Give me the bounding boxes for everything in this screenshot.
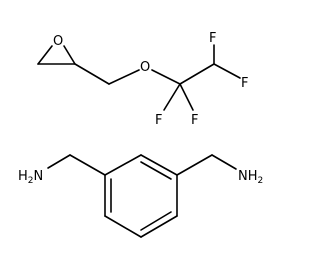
fluorine-label-top: F <box>209 31 216 46</box>
ring-double-bond-bottom-right <box>140 211 172 231</box>
fluorine-label-right: F <box>241 76 248 91</box>
bond-ring-ch2-left <box>69 154 106 176</box>
bond-c1-f-right <box>179 83 194 111</box>
left-amine-label: H2N <box>18 169 43 186</box>
bond-c2-f-right <box>213 63 241 79</box>
fluorine-label-bottom-left: F <box>155 113 162 128</box>
epoxide-oxygen-label: O <box>53 34 63 49</box>
ring-bond-top-left <box>104 154 142 176</box>
bond-ch2-n-left <box>47 154 71 169</box>
ring-bond-bottom-right <box>140 215 178 238</box>
fluorine-label-bottom-right: F <box>191 113 198 128</box>
bond-ch2-o <box>108 69 140 85</box>
right-amine-label: NH2 <box>238 169 263 186</box>
bond-ring-ch2-right <box>176 154 213 176</box>
chemical-structure-diagram: O O F F F F H2N <box>18 31 263 238</box>
epoxide-bond-o-right <box>63 45 76 65</box>
ring-bond-bottom-left <box>104 215 142 238</box>
left-amine-h: H <box>18 169 28 184</box>
right-amine-subscript: 2 <box>258 176 264 186</box>
bond-o-cf2 <box>151 69 181 85</box>
bond-ch2-n-right <box>211 154 237 170</box>
diamine-molecule: H2N NH2 <box>18 154 263 238</box>
ether-oxygen-label: O <box>140 60 150 75</box>
right-amine-nh: NH <box>238 169 258 184</box>
bond-ring-ch2 <box>74 63 110 85</box>
left-amine-n: N <box>34 169 44 184</box>
bond-cf2-cf2h <box>179 63 215 85</box>
epoxide-molecule: O O F F F F <box>37 31 248 128</box>
structure-canvas: O O F F F F H2N <box>18 31 264 238</box>
bond-c1-f-left <box>163 83 181 111</box>
left-amine-subscript: 2 <box>28 176 34 186</box>
ring-bond-top-right <box>140 154 178 176</box>
epoxide-bond-o-left <box>37 45 53 65</box>
ring-double-bond-top-right <box>140 161 172 180</box>
